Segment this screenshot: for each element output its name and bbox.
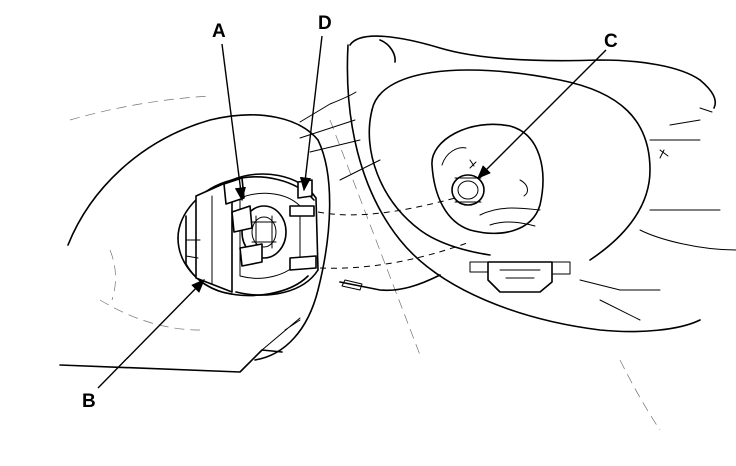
background-construction-lines	[69, 95, 661, 431]
callout-d-label: D	[318, 13, 332, 34]
wire-harness-routing	[317, 197, 471, 292]
callout-c-label: C	[604, 31, 618, 52]
leader-d	[299, 35, 323, 192]
cable-reel-assembly	[177, 173, 319, 297]
callout-leader-lines	[97, 35, 607, 389]
column-housing-outline	[59, 91, 381, 373]
leader-b	[97, 279, 205, 389]
steering-wheel-hub	[346, 35, 736, 333]
callout-b-label: B	[82, 391, 96, 412]
callout-a-label: A	[212, 21, 226, 42]
leader-a	[221, 43, 246, 202]
leader-c	[477, 49, 607, 179]
